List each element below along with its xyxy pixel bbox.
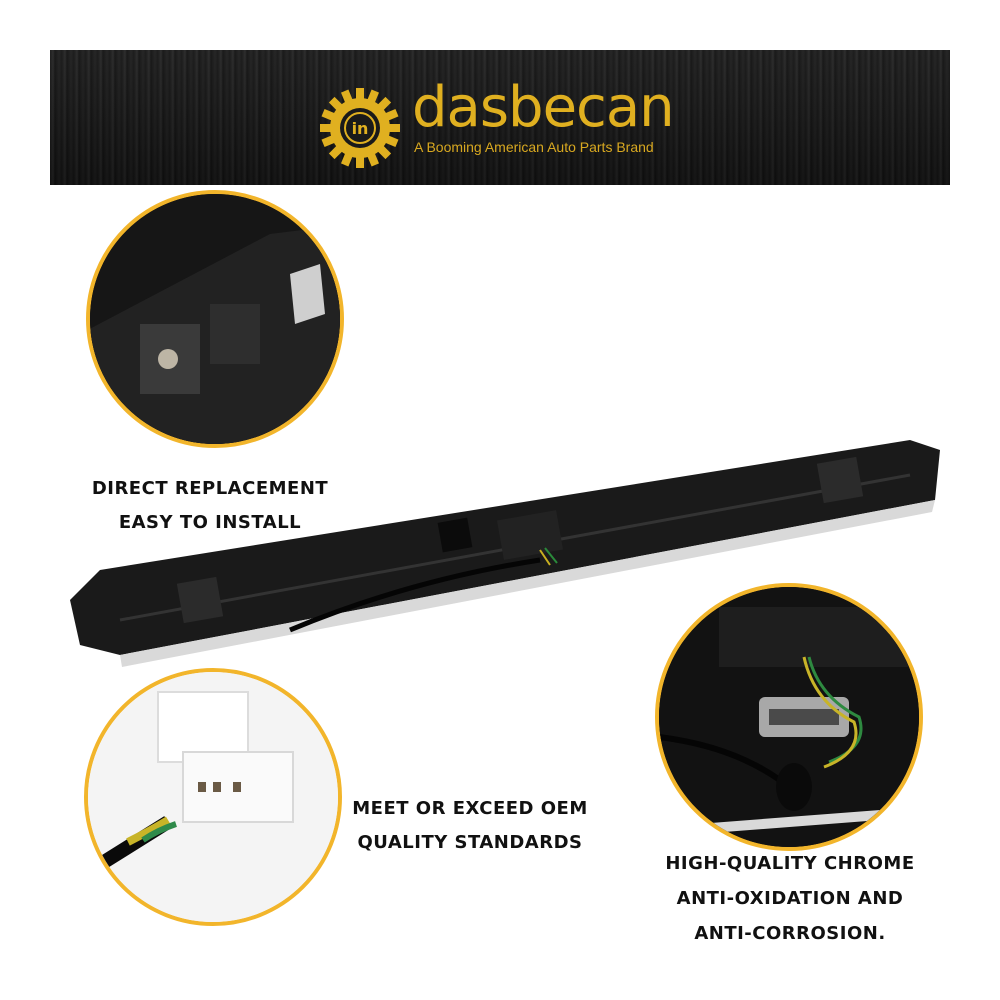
brand-tagline: A Booming American Auto Parts Brand	[414, 139, 654, 155]
caption-line: ANTI-CORROSION.	[694, 923, 886, 944]
caption-line: EASY TO INSTALL	[118, 512, 302, 533]
detail-circle-chrome	[655, 583, 923, 851]
mounting-clip-image	[90, 194, 340, 444]
caption-oem-quality: MEET OR EXCEED OEM QUALITY STANDARDS	[330, 792, 610, 860]
caption-chrome: HIGH-QUALITY CHROME ANTI-OXIDATION AND A…	[640, 846, 940, 951]
caption-line: DIRECT REPLACEMENT	[91, 478, 329, 499]
gear-logo-icon: in	[320, 88, 400, 168]
brand-name: dasbecan	[412, 75, 675, 140]
brand-banner	[50, 50, 950, 185]
detail-circle-mounting	[86, 190, 344, 448]
caption-line: QUALITY STANDARDS	[357, 832, 583, 853]
chrome-wiring-image	[659, 587, 919, 847]
detail-circle-connector	[84, 668, 342, 926]
connector-image	[88, 672, 338, 922]
caption-line: ANTI-OXIDATION AND	[676, 888, 904, 909]
tailgate-handle-image	[70, 440, 940, 667]
gear-logo-text: in	[352, 119, 369, 138]
caption-line: HIGH-QUALITY CHROME	[665, 853, 915, 874]
caption-direct-replacement: DIRECT REPLACEMENT EASY TO INSTALL	[80, 472, 340, 540]
caption-line: MEET OR EXCEED OEM	[352, 798, 588, 819]
